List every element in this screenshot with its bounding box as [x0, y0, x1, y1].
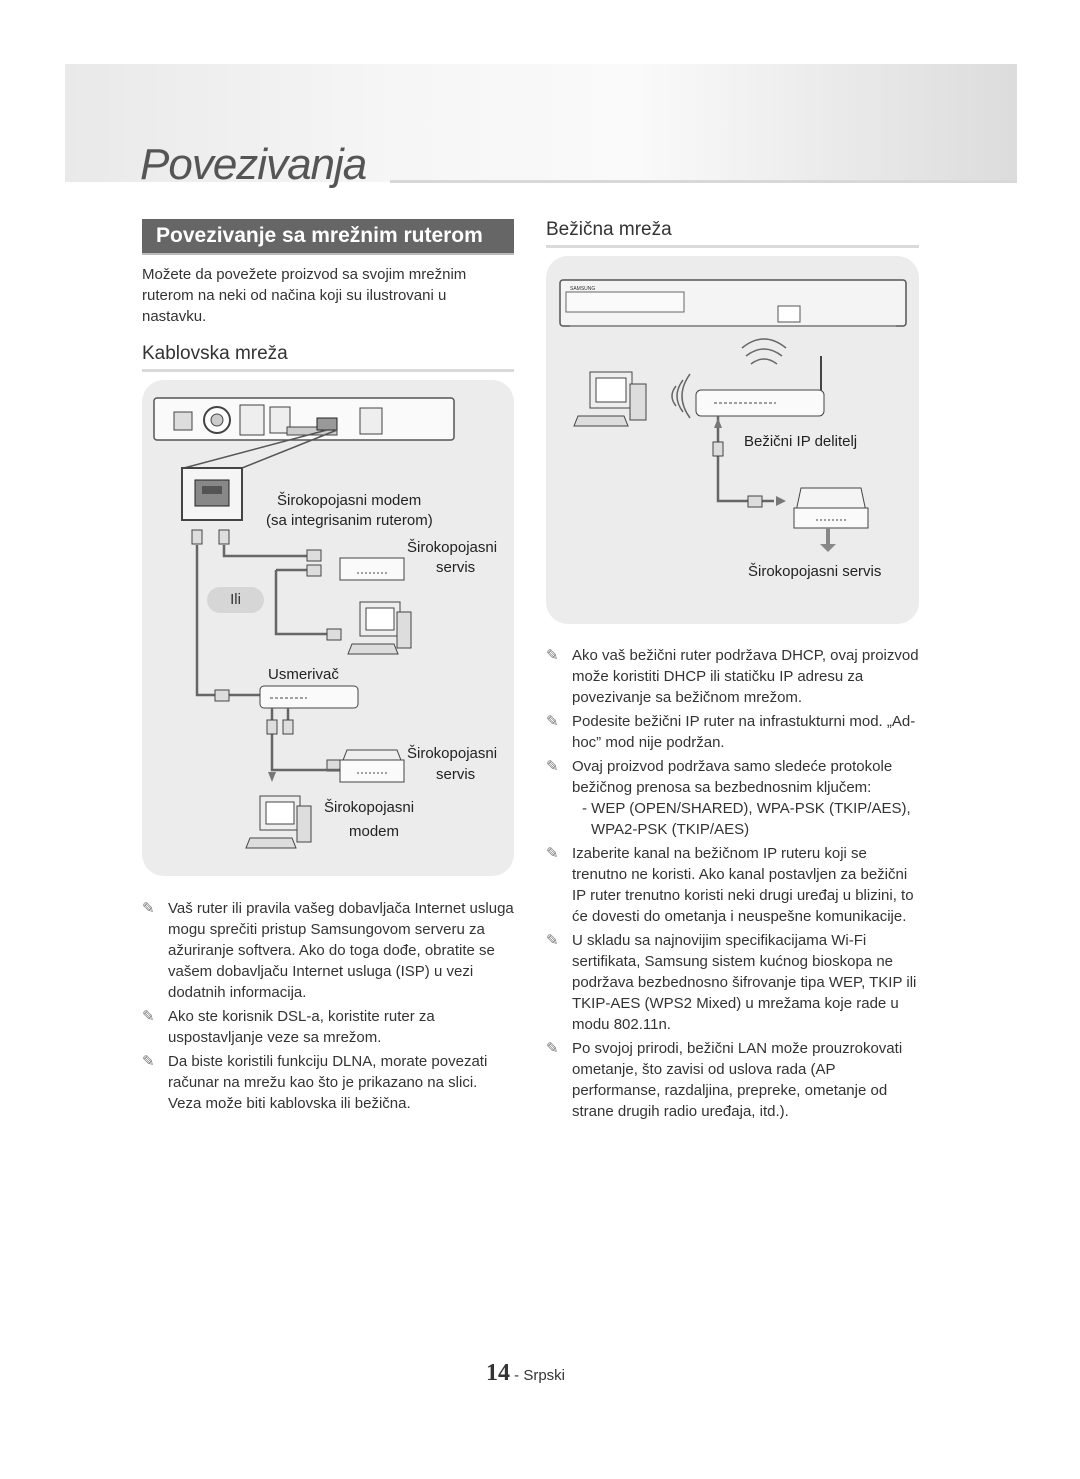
wifi-waves	[671, 338, 787, 419]
page-footer: 14 - Srpski	[486, 1360, 565, 1387]
player-back-panel	[153, 397, 455, 441]
computer-2	[245, 795, 312, 849]
label-router: Usmerivač	[268, 666, 339, 683]
protocol-line-2: WPA2-PSK (TKIP/AES)	[591, 821, 750, 838]
protocol-line-1: - WEP (OPEN/SHARED), WPA-PSK (TKIP/AES),	[582, 800, 911, 817]
pencil-icon: ✎	[546, 647, 559, 664]
note-item: ✎Izaberite kanal na bežičnom IP ruteru k…	[546, 845, 914, 925]
header-divider	[390, 180, 1017, 183]
intro-text: Možete da povežete proizvod sa svojim mr…	[142, 266, 467, 325]
router-device	[259, 685, 359, 709]
label-modem-router: Širokopojasni modem	[277, 492, 422, 509]
footer-separator: -	[514, 1367, 520, 1384]
computer-wireless	[573, 371, 647, 427]
wireless-router	[695, 356, 825, 417]
wireless-heading: Bežična mreža	[546, 219, 672, 240]
label-service-2b: servis	[436, 766, 476, 783]
header-banner	[65, 64, 1017, 182]
pencil-icon: ✎	[546, 758, 559, 775]
brand-label: SAMSUNG	[570, 286, 595, 292]
pencil-icon: ✎	[546, 845, 559, 862]
pencil-icon: ✎	[546, 1040, 559, 1057]
label-service-1b: servis	[436, 559, 476, 576]
lan-port-zoom	[181, 467, 243, 521]
note-item: ✎Po svojoj prirodi, bežični LAN može pro…	[546, 1040, 903, 1120]
wired-notes: ✎Vaš ruter ili pravila vašeg dobavljača …	[142, 898, 514, 1117]
pencil-icon: ✎	[142, 1053, 155, 1070]
note-item: ✎Ako vaš bežični ruter podržava DHCP, ov…	[546, 647, 919, 706]
note-item: ✎Podesite bežični IP ruter na infrastukt…	[546, 713, 916, 751]
pencil-icon: ✎	[142, 1008, 155, 1025]
modem-2-device	[339, 749, 405, 783]
note-item: ✎Vaš ruter ili pravila vašeg dobavljača …	[142, 900, 514, 1001]
pencil-icon: ✎	[546, 932, 559, 949]
label-ip-sharer: Bežični IP delitelj	[744, 433, 858, 450]
broadband-modem	[793, 487, 869, 529]
section-underline	[142, 253, 514, 255]
modem-router-device	[339, 557, 405, 581]
computer-1	[347, 601, 412, 655]
wired-heading-line	[142, 369, 514, 372]
label-service-1a: Širokopojasni	[407, 539, 498, 556]
footer-language: Srpski	[523, 1367, 566, 1384]
pencil-icon: ✎	[546, 713, 559, 730]
label-modem-router-2: (sa integrisanim ruterom)	[266, 512, 433, 529]
note-item: ✎Ako ste korisnik DSL-a, koristite ruter…	[142, 1008, 435, 1046]
wireless-notes: ✎Ako vaš bežični ruter podržava DHCP, ov…	[546, 645, 920, 1125]
label-service-2a: Širokopojasni	[407, 745, 498, 762]
wireless-heading-line	[546, 245, 919, 248]
pencil-icon: ✎	[142, 900, 155, 917]
wireless-diagram: SAMSUNG	[559, 279, 907, 552]
label-modem-a: Širokopojasni	[324, 799, 415, 816]
label-modem-b: modem	[349, 823, 400, 840]
page-title: Povezivanja	[140, 140, 367, 189]
player-front	[559, 279, 907, 327]
wired-heading: Kablovska mreža	[142, 343, 288, 364]
note-item: ✎Ovaj proizvod podržava samo sledeće pro…	[546, 756, 920, 840]
or-badge: Ili	[207, 587, 264, 613]
page-number: 14	[486, 1360, 510, 1386]
section-title: Povezivanje sa mrežnim ruterom	[142, 219, 514, 253]
wired-diagram	[153, 397, 455, 849]
note-item: ✎Da biste koristili funkciju DLNA, morat…	[142, 1053, 488, 1112]
label-broadband-service: Širokopojasni servis	[748, 563, 882, 580]
note-item: ✎U skladu sa najnovijim specifikacijama …	[546, 932, 917, 1033]
